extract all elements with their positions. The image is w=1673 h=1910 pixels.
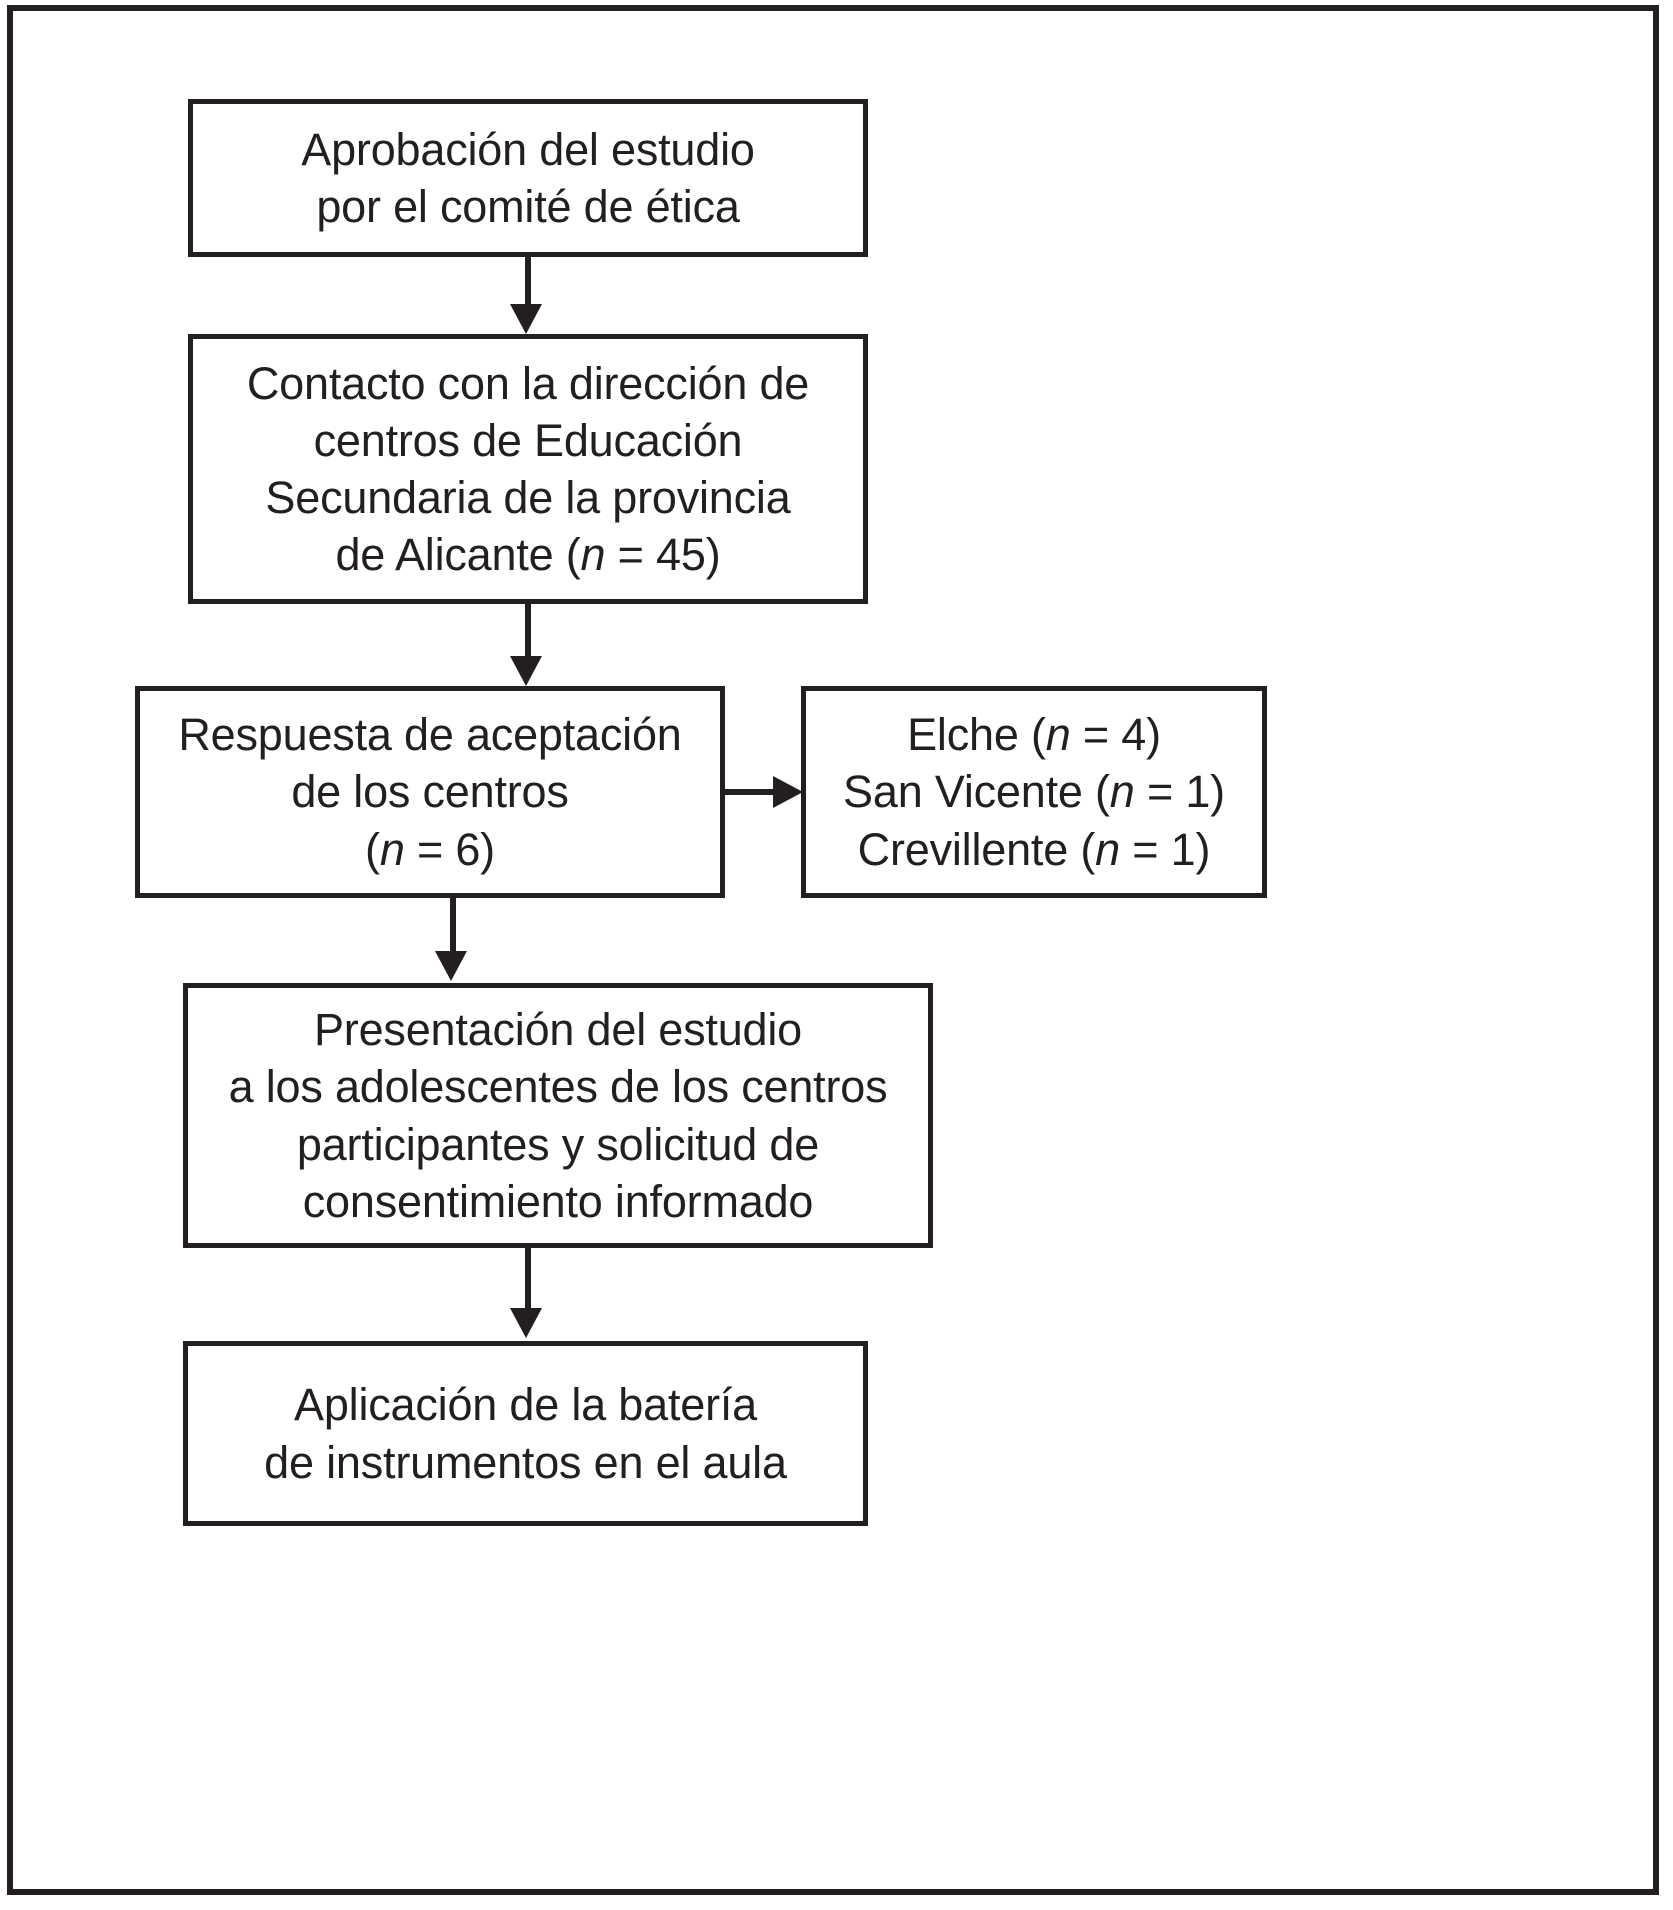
node-acceptance-response-line-1: Respuesta de aceptación — [178, 709, 682, 761]
node-contact-schools-line-4: de Alicante (n = 45) — [203, 526, 853, 583]
node-ethics-approval: Aprobación del estudio por el comité de … — [188, 99, 868, 257]
node-study-presentation-line-4: consentimiento informado — [302, 1175, 814, 1227]
node-participating-centers-text: Elche (n = 4) San Vicente (n = 1) Crevil… — [806, 706, 1262, 877]
node-contact-schools-text: Contacto con la dirección de centros de … — [193, 355, 863, 584]
node-acceptance-response-text: Respuesta de aceptación de los centros (… — [140, 706, 720, 877]
node-contact-schools-line-1: Contacto con la dirección de — [246, 357, 810, 409]
center-n-symbol-elche: n — [1045, 709, 1071, 761]
center-name-elche: Elche — [907, 709, 1019, 761]
node-participating-centers-item-2: San Vicente (n = 1) — [843, 766, 1225, 818]
connector-acceptance-to-presentation-line — [450, 898, 456, 953]
connector-acceptance-to-presentation-arrowhead-icon — [435, 951, 467, 981]
node-instrument-application-line-1: Aplicación de la batería — [294, 1379, 757, 1431]
connector-contact-to-acceptance-line — [525, 604, 531, 656]
center-name-san-vicente: San Vicente — [843, 766, 1083, 818]
node-ethics-approval-line-1: Aprobación del estudio — [301, 123, 755, 175]
node-contact-schools-line-4-n: n — [580, 529, 606, 581]
node-instrument-application-line-2: de instrumentos en el aula — [264, 1436, 787, 1488]
node-study-presentation: Presentación del estudio a los adolescen… — [183, 983, 933, 1248]
node-acceptance-response-line-3-n: n — [379, 823, 405, 875]
node-contact-schools-line-4-prefix: de Alicante ( — [335, 529, 581, 581]
node-study-presentation-line-3: participantes y solicitud de — [296, 1118, 820, 1170]
node-instrument-application: Aplicación de la batería de instrumentos… — [183, 1341, 868, 1526]
connector-contact-to-acceptance-arrowhead-icon — [510, 656, 542, 686]
node-instrument-application-text: Aplicación de la batería de instrumentos… — [188, 1376, 863, 1490]
connector-presentation-to-application-line — [525, 1248, 531, 1310]
connector-ethics-to-contact-line — [525, 257, 531, 307]
center-name-crevillente: Crevillente — [857, 823, 1069, 875]
node-study-presentation-text: Presentación del estudio a los adolescen… — [188, 1001, 928, 1230]
node-participating-centers-item-3: Crevillente (n = 1) — [857, 823, 1211, 875]
connector-ethics-to-contact-arrowhead-icon — [510, 304, 542, 334]
node-acceptance-response: Respuesta de aceptación de los centros (… — [135, 686, 725, 898]
node-ethics-approval-line-2: por el comité de ética — [316, 181, 740, 232]
node-acceptance-response-line-3-prefix: ( — [365, 823, 380, 875]
node-contact-schools-line-2: centros de Educación — [313, 414, 743, 466]
node-study-presentation-line-2: a los adolescentes de los centros — [228, 1061, 888, 1113]
node-study-presentation-line-1: Presentación del estudio — [313, 1004, 803, 1056]
center-n-value-crevillente: = 1 — [1132, 823, 1196, 875]
center-n-value-san-vicente: = 1 — [1146, 766, 1211, 818]
node-contact-schools-line-4-suffix: = 45) — [605, 529, 721, 581]
node-contact-schools: Contacto con la dirección de centros de … — [188, 334, 868, 604]
figure-outer-border: Aprobación del estudio por el comité de … — [7, 5, 1659, 1895]
node-participating-centers: Elche (n = 4) San Vicente (n = 1) Crevil… — [801, 686, 1267, 898]
node-ethics-approval-text: Aprobación del estudio por el comité de … — [193, 121, 863, 235]
connector-presentation-to-application-arrowhead-icon — [510, 1308, 542, 1338]
node-acceptance-response-line-3: (n = 6) — [150, 821, 710, 878]
node-contact-schools-line-3: Secundaria de la provincia — [265, 472, 791, 523]
center-n-symbol-san-vicente: n — [1109, 766, 1135, 818]
connector-acceptance-to-centers-arrowhead-icon — [773, 776, 803, 808]
node-acceptance-response-line-2: de los centros — [291, 766, 569, 818]
connector-acceptance-to-centers-line — [725, 789, 777, 795]
center-n-value-elche: = 4 — [1082, 709, 1147, 761]
center-n-symbol-crevillente: n — [1095, 823, 1120, 875]
node-acceptance-response-line-3-suffix: = 6) — [404, 823, 495, 875]
node-participating-centers-item-1: Elche (n = 4) — [907, 709, 1161, 761]
